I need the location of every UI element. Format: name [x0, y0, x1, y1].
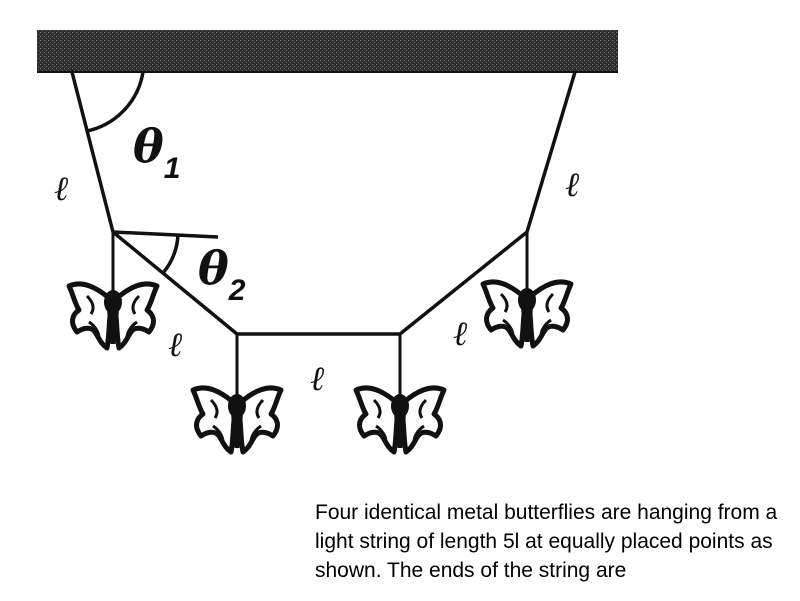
butterfly-2 — [193, 388, 281, 452]
ceiling — [37, 30, 618, 72]
angle-theta2-marker — [112, 230, 219, 275]
string — [70, 70, 577, 336]
hanging-threads — [111, 232, 529, 396]
theta1-label: θ1 — [133, 119, 180, 185]
theta2-label: θ2 — [198, 241, 246, 307]
butterfly-1 — [69, 284, 157, 348]
question-text: Four identical metal butterflies are han… — [315, 501, 778, 582]
segment-label-4: ℓ — [453, 314, 467, 354]
segment-label-2: ℓ — [168, 325, 182, 365]
angle-theta1-marker — [86, 71, 145, 133]
butterfly-3 — [356, 388, 444, 452]
segment-label-3: ℓ — [310, 359, 324, 399]
segment-label-5: ℓ — [565, 165, 579, 205]
segment-label-1: ℓ — [54, 169, 68, 209]
butterfly-4 — [483, 282, 571, 346]
physics-diagram: ℓ ℓ ℓ ℓ ℓ θ1 θ2 — [37, 30, 618, 480]
